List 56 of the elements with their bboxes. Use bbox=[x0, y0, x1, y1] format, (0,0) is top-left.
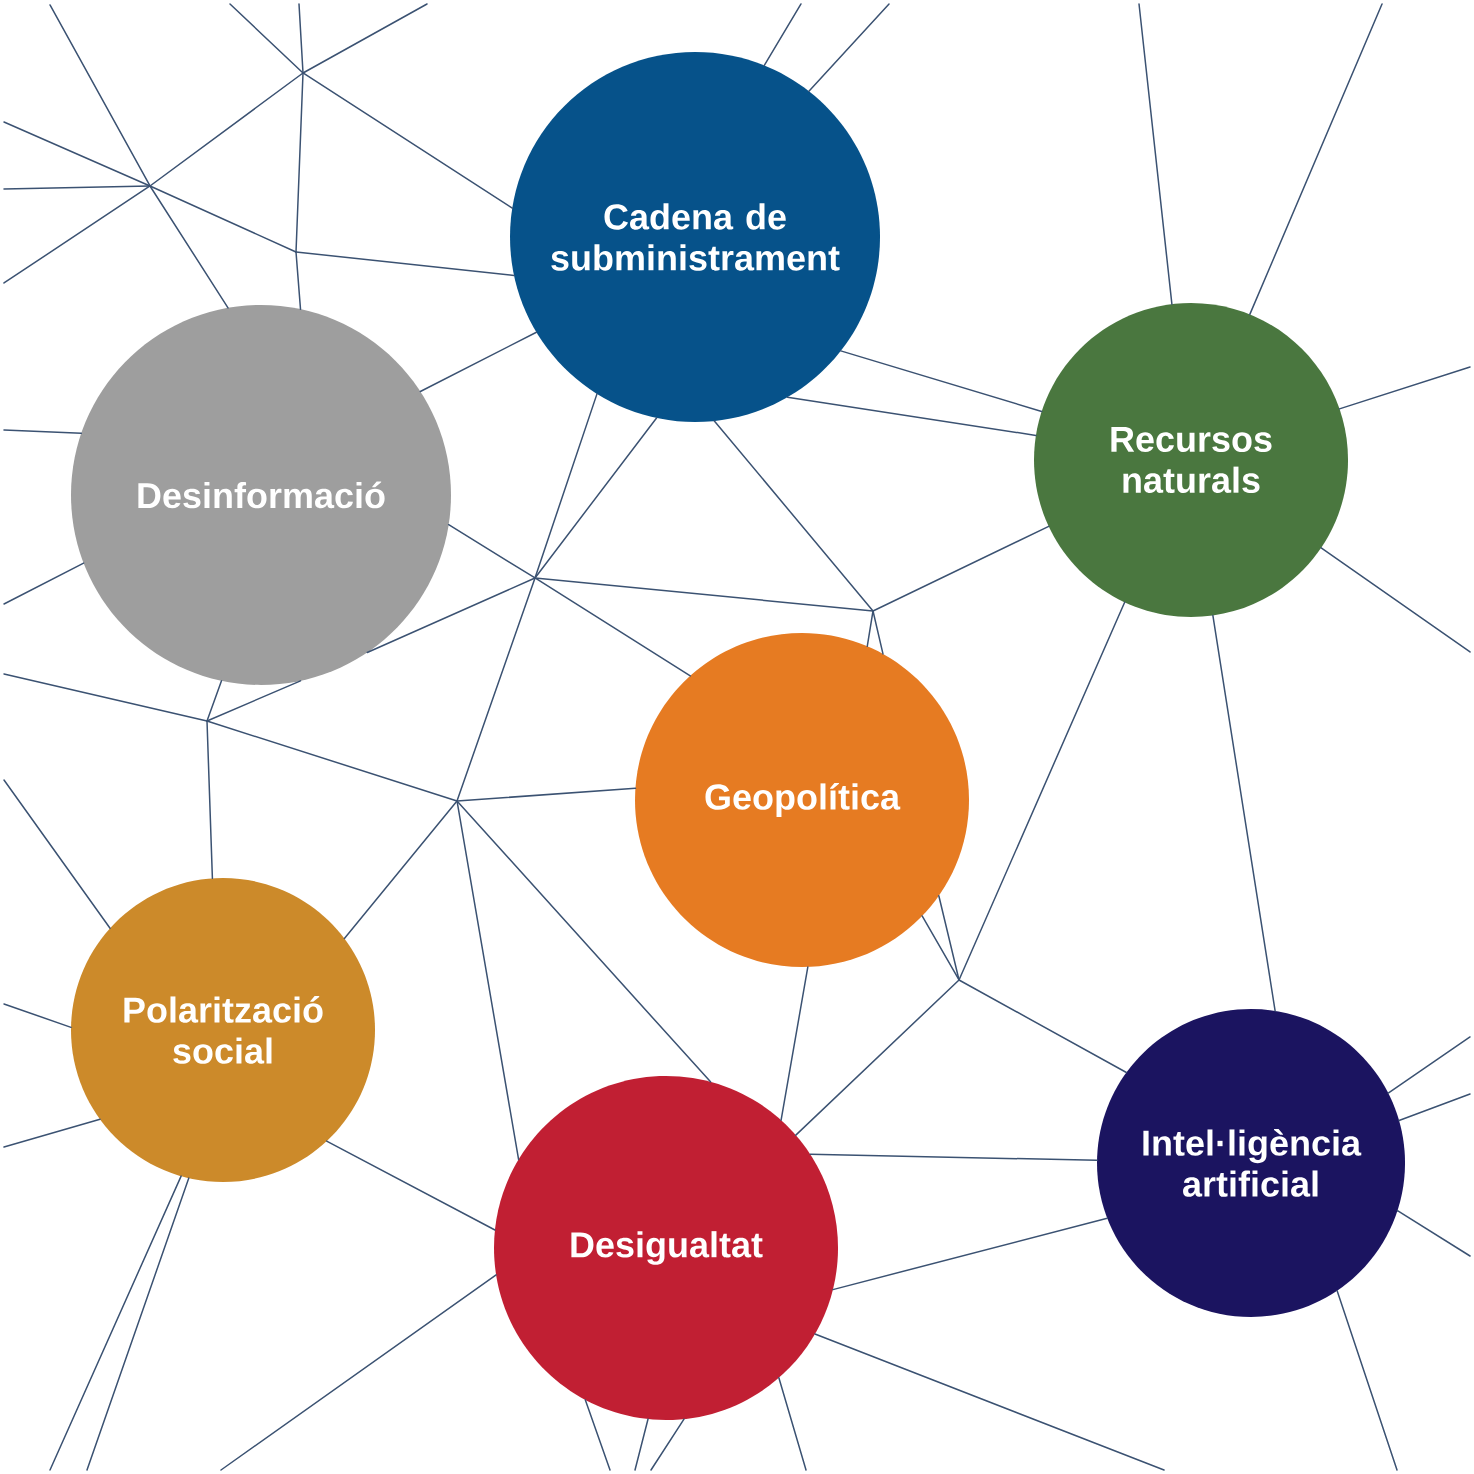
connector-line bbox=[343, 800, 458, 940]
connector-line bbox=[456, 800, 520, 1161]
connector-line bbox=[1398, 1093, 1471, 1122]
connector-line bbox=[1336, 1289, 1398, 1471]
connector-line bbox=[295, 251, 302, 310]
connector-line bbox=[534, 577, 691, 677]
connector-line bbox=[1338, 366, 1471, 410]
connector-line bbox=[534, 393, 598, 579]
connector-line bbox=[456, 800, 712, 1083]
connector-line bbox=[534, 417, 658, 579]
connector-line bbox=[302, 72, 514, 209]
connector-line bbox=[713, 420, 874, 612]
connector-line bbox=[1396, 1209, 1471, 1257]
connector-line bbox=[366, 577, 536, 654]
connector-line bbox=[206, 680, 302, 722]
connector-line bbox=[3, 779, 111, 930]
connector-line bbox=[456, 787, 637, 802]
connector-line bbox=[447, 523, 536, 579]
connector-line bbox=[3, 562, 85, 605]
connector-line bbox=[1320, 547, 1471, 653]
connector-line bbox=[295, 251, 515, 277]
connector-line bbox=[86, 1177, 190, 1471]
connector-line bbox=[220, 1274, 497, 1471]
connector-line bbox=[840, 350, 1043, 413]
connector-line bbox=[3, 429, 83, 434]
connector-line bbox=[419, 331, 538, 393]
connector-line bbox=[634, 1418, 649, 1471]
connector-line bbox=[958, 601, 1126, 981]
connector-line bbox=[584, 1399, 611, 1471]
connector-line bbox=[809, 1153, 1098, 1162]
connector-line bbox=[206, 720, 214, 880]
connector-line bbox=[872, 610, 884, 655]
connector-line bbox=[650, 1418, 685, 1471]
connector-line bbox=[3, 1118, 101, 1148]
connector-line bbox=[49, 1175, 182, 1471]
connector-line bbox=[958, 979, 1128, 1074]
connector-line bbox=[808, 3, 890, 92]
connector-line bbox=[1387, 1036, 1471, 1094]
connector-line bbox=[866, 610, 874, 647]
connector-line bbox=[1212, 614, 1276, 1012]
connector-line bbox=[763, 3, 802, 67]
connector-line bbox=[1249, 3, 1383, 316]
connector-line bbox=[795, 979, 960, 1136]
connector-line bbox=[832, 1217, 1108, 1291]
connector-line bbox=[778, 1377, 807, 1471]
connector-line bbox=[786, 396, 1037, 437]
connector-line bbox=[1138, 3, 1173, 305]
connector-line bbox=[921, 915, 960, 981]
connector-line bbox=[814, 1333, 1165, 1471]
connector-line bbox=[872, 525, 1050, 612]
connector-line bbox=[325, 1140, 496, 1231]
connector-line bbox=[149, 185, 229, 309]
connector-line bbox=[780, 966, 809, 1121]
connector-line bbox=[3, 1003, 72, 1029]
connector-line bbox=[206, 680, 223, 722]
connector-line bbox=[938, 895, 960, 981]
